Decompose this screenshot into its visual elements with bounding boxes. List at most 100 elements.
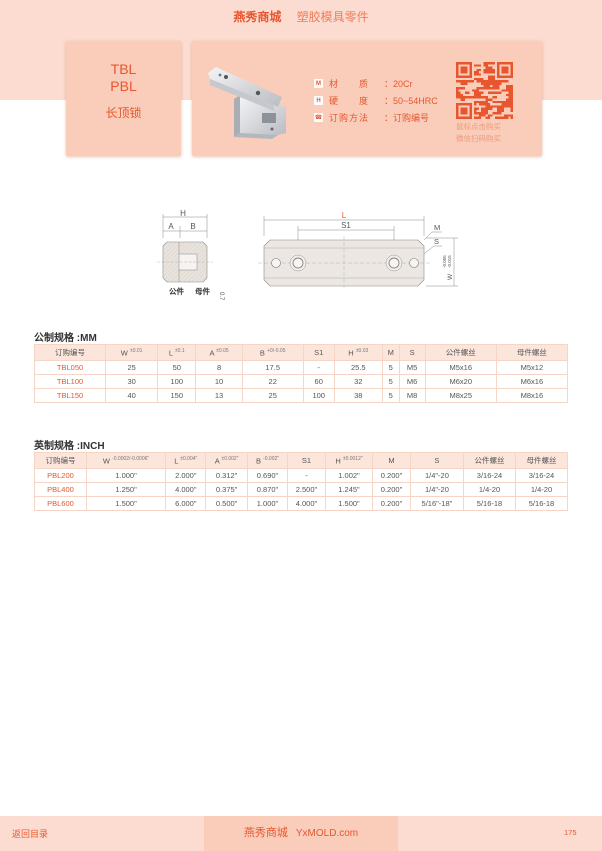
- tolerance-label: +0/-0.05: [267, 347, 286, 354]
- female-part-label: 母件: [195, 286, 210, 296]
- table-cell: M5x12: [495, 360, 569, 375]
- column-header: S1: [302, 344, 335, 361]
- tolerance-label: ±0.1: [174, 347, 185, 354]
- footer-site-link[interactable]: YxMOLD.com: [295, 828, 359, 839]
- side-view-drawing: H A B 公件 母件 0.7: [157, 209, 224, 301]
- footer: 返回目录 燕秀商城 YxMOLD.com 175: [0, 816, 602, 851]
- product-image: [208, 67, 286, 139]
- column-header: S: [409, 452, 465, 469]
- table-cell: 5: [381, 388, 400, 403]
- table-cell: M8: [398, 388, 426, 403]
- order-code-link[interactable]: PBL400: [34, 482, 87, 497]
- dim-b-label: B: [190, 222, 195, 231]
- spec-label: 订购方法: [329, 113, 370, 123]
- order-code-link[interactable]: PBL200: [34, 468, 87, 483]
- column-header-label: 母件螺丝: [526, 456, 557, 465]
- column-header-label: 公件螺丝: [474, 456, 505, 465]
- table-cell: 0.200": [372, 496, 411, 511]
- column-header-label: W: [120, 348, 128, 358]
- tolerance-label: ±0.0012": [342, 455, 363, 462]
- column-header-label: H: [335, 456, 341, 466]
- column-header-label: S1: [314, 348, 324, 357]
- tolerance-label: -0.002": [263, 455, 280, 462]
- column-header: M: [372, 452, 411, 469]
- order-code-link[interactable]: TBL150: [33, 388, 107, 403]
- column-header: H ±0.0012": [324, 452, 374, 469]
- spec-list: M 材 质 ： 20Cr H 硬 度 ： 50~54HRC ☎ 订购方法 ： 订…: [314, 75, 438, 126]
- back-to-contents-link[interactable]: 返回目录: [12, 829, 49, 839]
- male-part-label: 公件: [169, 286, 184, 296]
- table-cell: 5/16-18: [463, 496, 516, 511]
- column-header-label: M: [388, 456, 395, 465]
- table-cell: 1.000": [85, 468, 167, 483]
- table-cell: 1.245": [324, 482, 374, 497]
- header-bar: 燕秀商城 塑胶模具零件: [0, 8, 602, 25]
- phone-icon: ☎: [314, 113, 323, 122]
- order-code-link[interactable]: TBL100: [33, 374, 107, 389]
- table-cell: 3/16-24: [514, 468, 569, 483]
- column-header-label: L: [168, 348, 173, 358]
- column-header: B +0/-0.05: [241, 344, 304, 361]
- table-cell: 1/4"-20: [409, 468, 465, 483]
- spec-label: 硬 度: [329, 96, 370, 106]
- table-cell: 13: [195, 388, 243, 403]
- column-header: S1: [287, 452, 326, 469]
- dim-w-tol-bot: -0.015: [447, 255, 452, 268]
- order-code-link[interactable]: PBL600: [34, 496, 87, 511]
- table-cell: 1.002": [324, 468, 374, 483]
- column-header-label: H: [348, 348, 354, 358]
- column-header-label: S1: [301, 456, 312, 465]
- column-header: 公件螺丝: [463, 452, 516, 469]
- material-icon: M: [314, 79, 323, 88]
- table-cell: -: [287, 468, 326, 483]
- qr-caption-scan: 微信扫码购买: [456, 134, 501, 143]
- top-view-drawing: L S1 M S W -0.005 -0.015: [258, 211, 458, 290]
- brand-name[interactable]: 燕秀商城: [233, 10, 282, 24]
- column-header-label: M: [387, 348, 394, 357]
- spec-label: 材 质: [329, 79, 370, 89]
- page-number: 175: [564, 828, 577, 837]
- tolerance-label: ±0.03: [355, 347, 369, 354]
- spec-value: 20Cr: [393, 78, 413, 89]
- column-header: H ±0.03: [333, 344, 383, 361]
- table-cell: 60: [302, 374, 335, 389]
- column-header: B -0.002": [246, 452, 289, 469]
- column-header: S: [398, 344, 426, 361]
- column-header-label: W: [102, 456, 110, 466]
- table-cell: 2.000": [165, 468, 207, 483]
- category-name[interactable]: 塑胶模具零件: [296, 10, 369, 24]
- dim-h-label: H: [180, 209, 186, 218]
- table-cell: -: [302, 360, 335, 375]
- table-cell: 5: [381, 360, 400, 375]
- tolerance-label: -0.0002/-0.0006": [112, 455, 150, 462]
- column-header: 母件螺丝: [495, 344, 569, 361]
- column-header-label: S: [434, 456, 440, 465]
- table-cell: 100: [157, 374, 197, 389]
- column-header-label: 订购编号: [55, 348, 86, 357]
- qr-code[interactable]: [456, 62, 513, 119]
- order-code-link[interactable]: TBL050: [33, 360, 107, 375]
- table-cell: 5/16-18: [514, 496, 569, 511]
- gap-label: 0.7: [218, 292, 224, 301]
- tolerance-label: ±0.004": [180, 455, 198, 462]
- table-cell: M6x16: [495, 374, 569, 389]
- column-header-label: L: [174, 456, 179, 466]
- footer-brand-name[interactable]: 燕秀商城: [243, 827, 288, 839]
- column-header-label: B: [255, 456, 261, 466]
- table-cell: 0.690": [246, 468, 289, 483]
- column-header-label: S: [409, 348, 415, 357]
- table-cell: 4.000": [287, 496, 326, 511]
- qr-caption: 鼠标点击购买 微信扫码购买: [456, 121, 516, 145]
- table-cell: 17.5: [241, 360, 304, 375]
- table-cell: 4.000": [165, 482, 207, 497]
- table-cell: M8x16: [495, 388, 569, 403]
- dim-l-label: L: [342, 211, 347, 220]
- table-cell: 32: [333, 374, 383, 389]
- column-header-label: 母件螺丝: [516, 348, 547, 357]
- column-header: W ±0.01: [105, 344, 159, 361]
- column-header: 母件螺丝: [514, 452, 569, 469]
- table-cell: 0.375": [205, 482, 248, 497]
